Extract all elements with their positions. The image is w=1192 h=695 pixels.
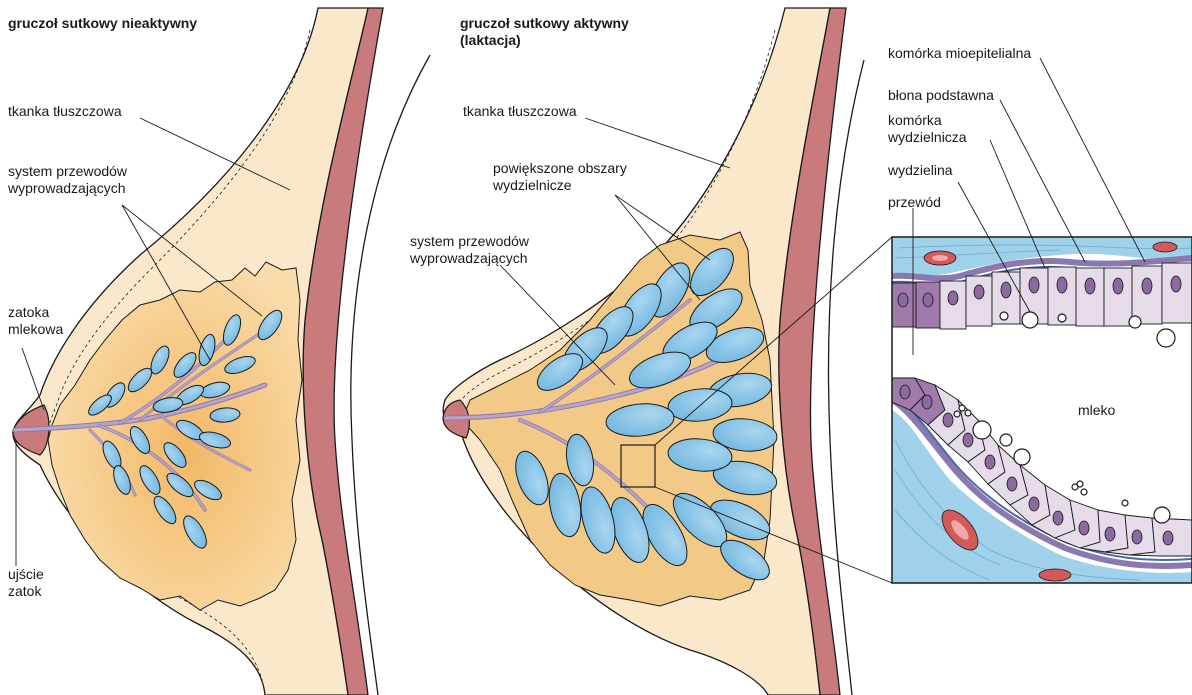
inset-label-duct: przewód bbox=[888, 194, 941, 211]
right-label-fat: tkanka tłuszczowa bbox=[463, 103, 577, 120]
inset-label-secretory: komórka wydzielnicza bbox=[888, 112, 967, 146]
left-label-ducts: system przewodów wyprowadzających bbox=[8, 163, 127, 197]
right-label-ducts: system przewodów wyprowadzających bbox=[410, 233, 529, 267]
inset-label-milk: mleko bbox=[1078, 402, 1115, 419]
left-label-sinus: zatoka mlekowa bbox=[8, 304, 63, 338]
right-panel-title: gruczoł sutkowy aktywny (laktacja) bbox=[460, 15, 629, 49]
left-panel-title: gruczoł sutkowy nieaktywny bbox=[8, 15, 197, 32]
inset-label-basement: błona podstawna bbox=[888, 87, 994, 104]
left-label-opening: ujście zatok bbox=[8, 566, 44, 600]
left-label-fat: tkanka tłuszczowa bbox=[8, 103, 122, 120]
inset-label-myoepithelial: komórka mioepitelialna bbox=[888, 45, 1031, 62]
inset-label-secretion: wydzielina bbox=[888, 162, 953, 179]
right-label-enlarged: powiększone obszary wydzielnicze bbox=[493, 160, 627, 194]
